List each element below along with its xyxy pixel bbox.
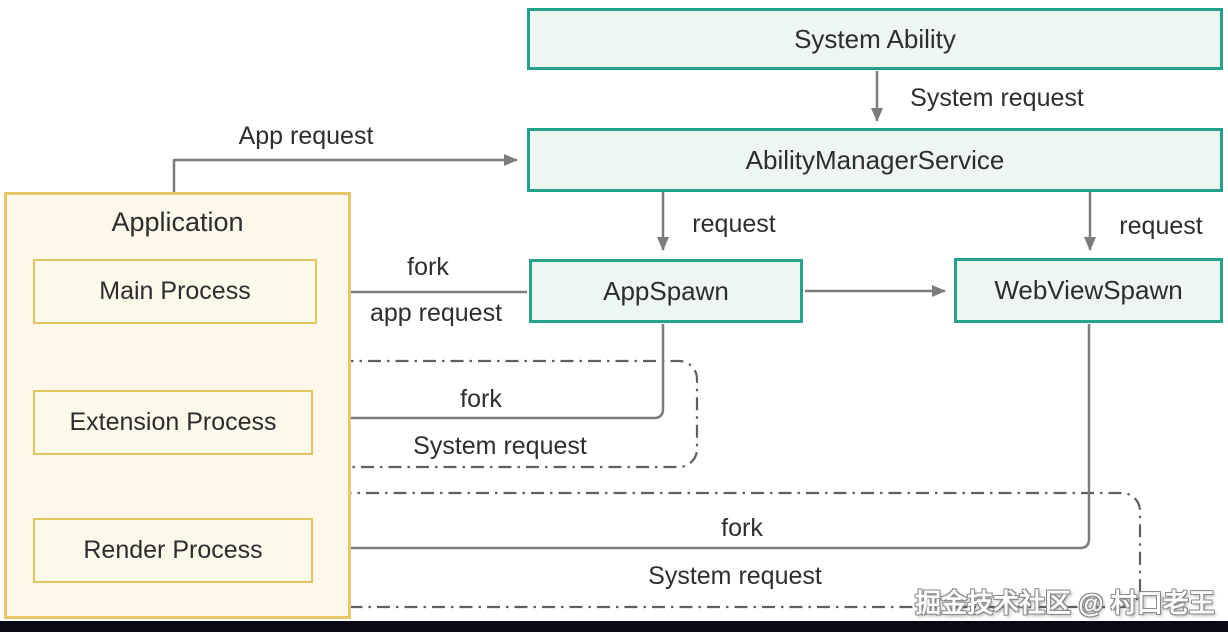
edge-label-system-request-render: System request [648, 562, 822, 590]
edge-label-app-request: App request [238, 122, 374, 150]
node-app-spawn: AppSpawn [529, 259, 803, 323]
node-ability-manager-service: AbilityManagerService [527, 128, 1223, 192]
node-web-view-spawn: WebViewSpawn [954, 258, 1223, 323]
node-system-ability: System Ability [527, 8, 1223, 70]
node-system-ability-label: System Ability [794, 23, 956, 54]
node-extension-process-label: Extension Process [69, 408, 277, 436]
node-app-spawn-label: AppSpawn [603, 275, 729, 306]
edge-label-system-request-extension: System request [413, 432, 587, 460]
edge-label-fork-main: fork [407, 253, 449, 281]
node-render-process: Render Process [33, 518, 313, 583]
edge-label-request-webviewspawn: request [1119, 212, 1203, 240]
node-render-process-label: Render Process [83, 536, 263, 564]
node-application-label: Application [111, 207, 244, 237]
edge-label-fork-render: fork [721, 514, 763, 542]
node-main-process: Main Process [33, 259, 317, 324]
watermark-text: 掘金技术社区 @ 村口老王 [915, 588, 1215, 618]
edge-label-fork-extension: fork [460, 385, 502, 413]
bottom-bar [0, 621, 1228, 632]
arrow-app-request [172, 154, 518, 192]
edge-label-request-appspawn: request [692, 210, 776, 238]
edge-label-system-request-top: System request [910, 84, 1084, 112]
node-ability-manager-service-label: AbilityManagerService [745, 144, 1005, 175]
edge-label-app-request-main: app request [369, 299, 503, 327]
node-web-view-spawn-label: WebViewSpawn [994, 275, 1183, 305]
node-extension-process: Extension Process [33, 390, 313, 455]
node-main-process-label: Main Process [99, 277, 251, 305]
